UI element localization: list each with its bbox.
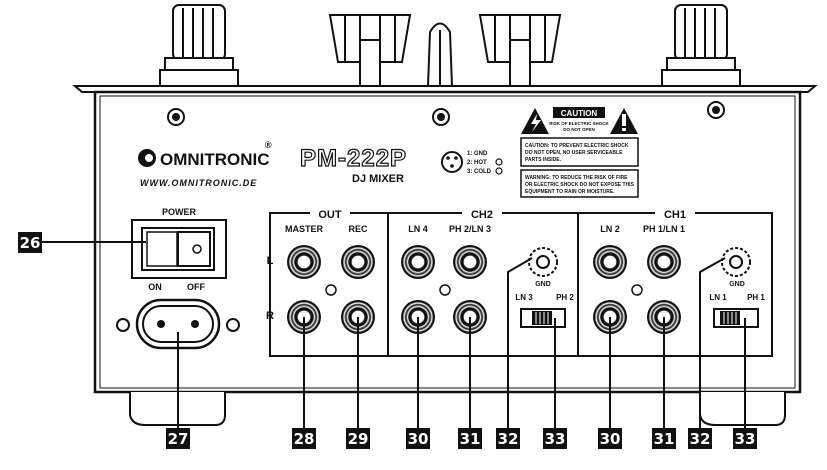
warning-text-3: EQUIPMENT TO RAIN OR MOISTURE. xyxy=(525,189,615,195)
callout-33-ch1: 33 xyxy=(733,428,757,449)
xlr-pin-3: 3: COLD xyxy=(467,169,492,175)
callout-30-ch1: 30 xyxy=(598,428,622,449)
screw-mid xyxy=(432,108,450,126)
ch1-switch-left-label: LN 1 xyxy=(709,293,727,302)
ch1-ln2-label: LN 2 xyxy=(600,224,620,234)
caution-text-3: PARTS INSIDE. xyxy=(525,157,562,163)
callout-31-ch2: 31 xyxy=(458,428,482,449)
ch2-gnd-terminal[interactable] xyxy=(528,247,558,277)
svg-text:31: 31 xyxy=(460,430,481,448)
ch2-switch-right-label: PH 2 xyxy=(556,293,574,302)
callout-32-ch2: 32 xyxy=(496,428,520,449)
master-l-jack[interactable] xyxy=(287,245,321,279)
model-subtitle: DJ MIXER xyxy=(352,173,404,185)
callout-27: 27 xyxy=(166,428,190,449)
warning-text-2: OR ELECTRIC SHOCK DO NOT EXPOSE THIS xyxy=(525,182,635,188)
ch1-ph1-ln1-label: PH 1/LN 1 xyxy=(643,224,685,234)
caution-subtitle-2: DO NOT OPEN xyxy=(563,127,595,132)
ch2-section-title: CH2 xyxy=(471,209,493,221)
svg-text:27: 27 xyxy=(168,430,189,448)
ch1-ph1-l-jack[interactable] xyxy=(647,245,681,279)
knob-left xyxy=(159,4,239,87)
knob-right xyxy=(661,4,741,87)
foot-right xyxy=(699,392,786,426)
ch1-gnd-label: GND xyxy=(729,281,745,288)
screw-right xyxy=(707,101,725,119)
rec-label: REC xyxy=(348,224,368,234)
ch1-phono-line-switch[interactable] xyxy=(713,308,759,328)
right-channel-label: R xyxy=(266,310,274,322)
ch2-switch-left-label: LN 3 xyxy=(515,293,533,302)
svg-text:32: 32 xyxy=(498,430,519,448)
caution-title: CAUTION xyxy=(561,109,598,118)
ch2-phono-line-switch[interactable] xyxy=(520,308,566,328)
svg-text:33: 33 xyxy=(735,430,756,448)
fader-cap-1 xyxy=(328,14,412,87)
xlr-pin-2: 2: HOT xyxy=(467,160,487,166)
top-cover xyxy=(72,85,818,93)
svg-text:30: 30 xyxy=(408,430,429,448)
caution-subtitle-1: RISK OF ELECTRIC SHOCK xyxy=(549,121,609,126)
ch1-switch-right-label: PH 1 xyxy=(747,293,765,302)
screw-left xyxy=(167,108,185,126)
svg-text:26: 26 xyxy=(20,234,41,252)
svg-text:29: 29 xyxy=(348,430,369,448)
power-label: POWER xyxy=(162,207,197,217)
power-switch[interactable] xyxy=(131,219,227,279)
fader-cap-2 xyxy=(478,14,562,87)
warning-text-1: WARNING: TO REDUCE THE RISK OF FIRE xyxy=(525,175,628,181)
callout-30-ch2: 30 xyxy=(406,428,430,449)
callout-32-ch1: 32 xyxy=(688,428,712,449)
caution-label: CAUTION RISK OF ELECTRIC SHOCK DO NOT OP… xyxy=(520,107,639,198)
power-off-label: OFF xyxy=(187,282,205,292)
master-label: MASTER xyxy=(285,224,324,234)
xlr-pin-1: 1: GND xyxy=(467,151,488,157)
callout-26: 26 xyxy=(18,232,42,253)
ch1-ground-screw xyxy=(631,284,643,296)
caution-text-1: CAUTION: TO PREVENT ELECTRIC SHOCK xyxy=(525,143,629,149)
callout-leaders xyxy=(40,241,746,428)
rec-l-jack[interactable] xyxy=(341,245,375,279)
callout-31-ch1: 31 xyxy=(652,428,676,449)
ch2-ph2-l-jack[interactable] xyxy=(453,245,487,279)
svg-text:33: 33 xyxy=(545,430,566,448)
power-on-label: ON xyxy=(148,282,162,292)
ch1-section-title: CH1 xyxy=(664,209,686,221)
svg-text:32: 32 xyxy=(690,430,711,448)
power-socket[interactable] xyxy=(116,298,240,350)
svg-text:31: 31 xyxy=(654,430,675,448)
svg-text:30: 30 xyxy=(600,430,621,448)
registered-mark: ® xyxy=(265,140,272,150)
ch2-ground-screw xyxy=(439,284,451,296)
ch1-gnd-terminal[interactable] xyxy=(721,247,751,277)
website-url: WWW.OMNITRONIC.DE xyxy=(140,178,257,188)
out-ground-screw xyxy=(325,284,337,296)
ch1-ln2-l-jack[interactable] xyxy=(593,245,627,279)
crossfader-cap xyxy=(426,22,454,87)
callout-29: 29 xyxy=(346,428,370,449)
logo-text: OMNITRONIC xyxy=(160,150,270,169)
left-channel-label: L xyxy=(267,255,274,267)
callout-33-ch2: 33 xyxy=(543,428,567,449)
xlr-pin-icon xyxy=(441,151,463,173)
ch2-ln4-l-jack[interactable] xyxy=(401,245,435,279)
io-section-frame xyxy=(269,212,773,357)
out-section-title: OUT xyxy=(318,209,342,221)
ch2-ln4-label: LN 4 xyxy=(408,224,428,234)
ch2-gnd-label: GND xyxy=(535,281,551,288)
callout-28: 28 xyxy=(292,428,316,449)
svg-text:28: 28 xyxy=(294,430,315,448)
omnitronic-logo: OMNITRONIC ® xyxy=(138,140,272,169)
model-name: PM-222P xyxy=(300,145,407,172)
caution-text-2: DO NOT OPEN, NO USER SERVICEABLE xyxy=(525,150,623,156)
ch2-ph2-ln3-label: PH 2/LN 3 xyxy=(449,224,491,234)
